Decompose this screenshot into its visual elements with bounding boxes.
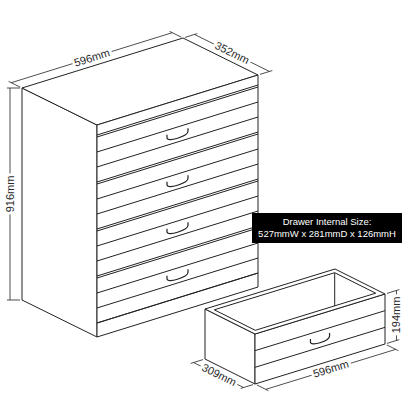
extension-line <box>7 300 20 301</box>
chest-side <box>22 88 97 337</box>
interior-floor-edge <box>214 350 255 371</box>
extension-line <box>387 345 399 351</box>
drawer-slat <box>97 196 258 246</box>
interior-corner <box>214 310 215 350</box>
extension-line <box>241 385 253 389</box>
chest-front <box>97 75 258 337</box>
drawer-slat <box>97 149 258 199</box>
drawer-drawing <box>205 269 385 384</box>
dimension-line <box>194 34 269 71</box>
drawer-handle <box>167 175 188 186</box>
drawer-slat <box>97 102 258 152</box>
extension-line <box>185 34 197 38</box>
info-box: Drawer Internal Size:527mmW x 281mmD x 1… <box>252 213 402 243</box>
dimension-label: 916mm <box>4 174 17 215</box>
extension-line <box>9 81 21 87</box>
drawer-handle <box>310 333 329 344</box>
extension-line <box>260 71 272 75</box>
drawer-slat <box>255 311 385 351</box>
extension-line <box>257 385 269 391</box>
drawer-handle <box>167 269 188 280</box>
drawer-edge <box>97 228 258 278</box>
drawer-inner-rim <box>214 273 375 331</box>
drawer-edge <box>97 87 258 137</box>
extension-line <box>7 88 20 89</box>
chest-drawing <box>22 38 258 337</box>
extension-line <box>387 340 399 344</box>
drawer-handle <box>167 222 188 233</box>
drawer-rim <box>205 269 385 334</box>
drawer-edge <box>97 181 258 231</box>
drawer-interior <box>214 273 334 371</box>
info-text: Drawer Internal Size: <box>258 216 396 228</box>
drawer-edge <box>97 134 258 184</box>
extension-line <box>387 290 399 294</box>
extension-line <box>170 31 182 37</box>
info-text: 527mmW x 281mmD x 126mmH <box>258 228 396 240</box>
drawer-handle <box>167 128 188 139</box>
dimension-label: 194mm <box>390 295 403 336</box>
drawer-slat <box>97 243 258 293</box>
drawer-slat <box>255 327 385 367</box>
dimension-lines <box>7 31 399 390</box>
dimension-line <box>266 349 396 389</box>
dimension-line <box>11 33 172 83</box>
interior-corner <box>334 273 335 313</box>
